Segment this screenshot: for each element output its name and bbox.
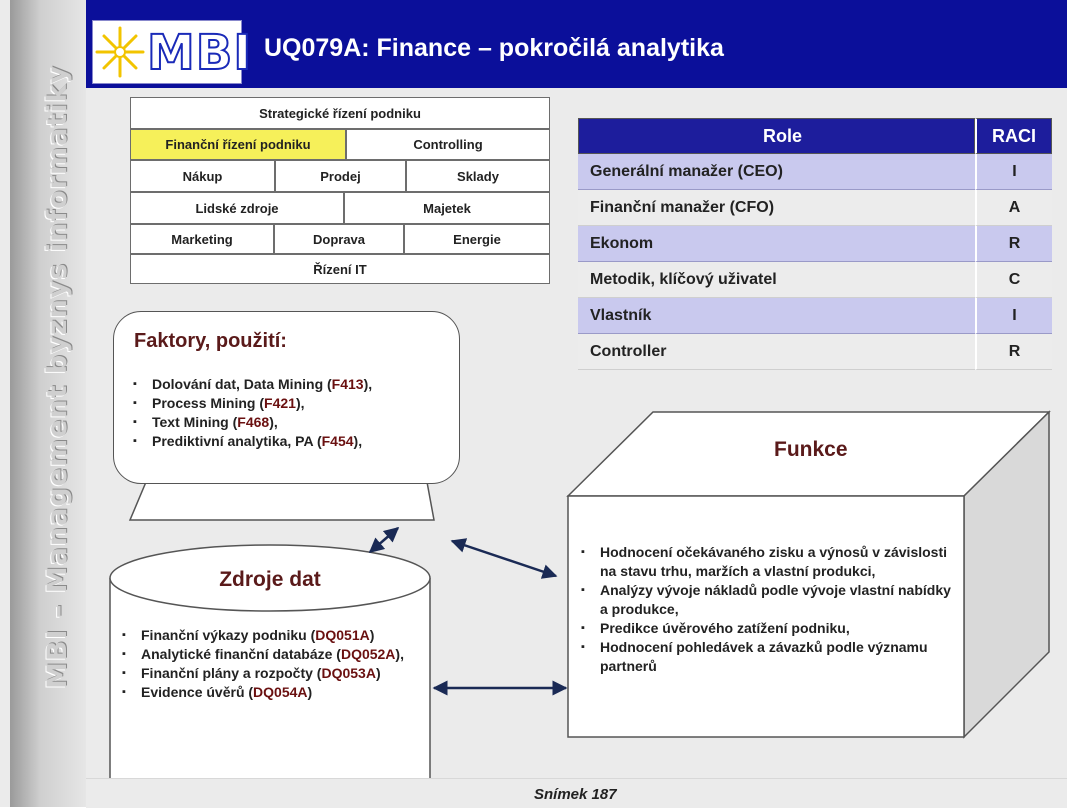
role-name: Finanční manažer (CFO)	[578, 190, 975, 226]
list-item: Text Mining (F468),	[133, 413, 372, 432]
functions-list: Hodnocení očekávaného zisku a výnosů v z…	[581, 543, 956, 676]
list-item: Dolování dat, Data Mining (F413),	[133, 375, 372, 394]
list-item: Evidence úvěrů (DQ054A)	[122, 683, 418, 702]
grid-cell: Strategické řízení podniku	[130, 97, 550, 129]
raci-table: Role RACI Generální manažer (CEO) I Fina…	[578, 118, 1054, 370]
list-item: Process Mining (F421),	[133, 394, 372, 413]
list-item: Hodnocení očekávaného zisku a výnosů v z…	[581, 543, 956, 581]
raci-value: A	[975, 190, 1052, 226]
grid-cell-highlighted: Finanční řízení podniku	[130, 129, 346, 160]
role-name: Metodik, klíčový uživatel	[578, 262, 975, 298]
arrow-factors-functions	[450, 538, 558, 579]
table-row: Generální manažer (CEO) I	[578, 154, 1054, 190]
column-header-raci: RACI	[975, 118, 1052, 154]
grid-cell: Řízení IT	[130, 254, 550, 284]
page-title: UQ079A: Finance – pokročilá analytika	[264, 34, 724, 62]
footer-bar	[86, 778, 1067, 808]
grid-cell: Nákup	[130, 160, 275, 192]
raci-value: C	[975, 262, 1052, 298]
sources-heading: Zdroje dat	[219, 568, 321, 591]
list-item: Analýzy vývoje nákladů podle vývoje vlas…	[581, 581, 956, 619]
process-grid: Strategické řízení podniku Finanční říze…	[130, 97, 550, 284]
sources-list: Finanční výkazy podniku (DQ051A) Analyti…	[122, 626, 418, 702]
arrow-factors-sources	[368, 527, 400, 553]
list-item: Finanční výkazy podniku (DQ051A)	[122, 626, 418, 645]
role-name: Vlastník	[578, 298, 975, 334]
list-item: Analytické finanční databáze (DQ052A),	[122, 645, 418, 664]
logo: MBI	[92, 20, 252, 84]
factors-heading: Faktory, použití:	[134, 330, 287, 352]
table-row: Vlastník I	[578, 298, 1054, 334]
raci-value: I	[975, 298, 1052, 334]
raci-value: I	[975, 154, 1052, 190]
grid-cell: Prodej	[275, 160, 406, 192]
role-name: Generální manažer (CEO)	[578, 154, 975, 190]
sidebar	[10, 0, 86, 807]
grid-cell: Lidské zdroje	[130, 192, 344, 224]
role-name: Controller	[578, 334, 975, 370]
header-bar	[86, 0, 1067, 88]
grid-cell: Doprava	[274, 224, 404, 254]
table-row: Ekonom R	[578, 226, 1054, 262]
table-row: Finanční manažer (CFO) A	[578, 190, 1054, 226]
list-item: Finanční plány a rozpočty (DQ053A)	[122, 664, 418, 683]
factors-panel: Faktory, použití: Dolování dat, Data Min…	[113, 311, 460, 484]
raci-value: R	[975, 334, 1052, 370]
monitor-stand	[128, 481, 435, 521]
column-header-role: Role	[578, 118, 975, 154]
raci-value: R	[975, 226, 1052, 262]
table-header-row: Role RACI	[578, 118, 1054, 154]
data-sources-panel: Zdroje dat Finanční výkazy podniku (DQ05…	[110, 545, 430, 807]
slide-number: Snímek 187	[534, 786, 617, 803]
grid-cell: Marketing	[130, 224, 274, 254]
table-row: Controller R	[578, 334, 1054, 370]
list-item: Prediktivní analytika, PA (F454),	[133, 432, 372, 451]
role-name: Ekonom	[578, 226, 975, 262]
grid-cell: Majetek	[344, 192, 550, 224]
sun-icon	[95, 26, 145, 78]
logo-text: MBI	[146, 24, 253, 82]
table-row: Metodik, klíčový uživatel C	[578, 262, 1054, 298]
factors-list: Dolování dat, Data Mining (F413), Proces…	[133, 375, 372, 451]
functions-heading: Funkce	[774, 438, 848, 461]
list-item: Hodnocení pohledávek a závazků podle výz…	[581, 638, 956, 676]
grid-cell: Controlling	[346, 129, 550, 160]
list-item: Predikce úvěrového zatížení podniku,	[581, 619, 956, 638]
grid-cell: Sklady	[406, 160, 550, 192]
grid-cell: Energie	[404, 224, 550, 254]
